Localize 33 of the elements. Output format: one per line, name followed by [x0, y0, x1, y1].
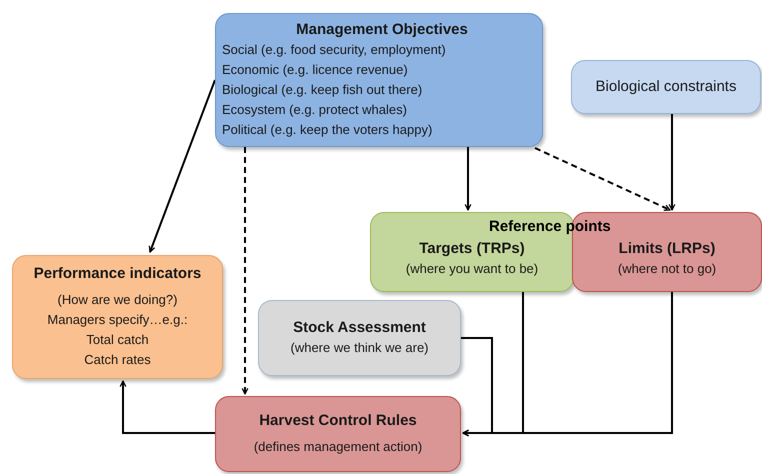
node-text: Biological (e.g. keep fish out there): [222, 81, 422, 99]
objectives-box: [215, 13, 543, 147]
node-text: (where you want to be): [406, 260, 538, 278]
indicators-box: [12, 255, 223, 379]
node-title: Performance indicators: [34, 264, 202, 284]
node-text: Social (e.g. food security, employment): [222, 41, 446, 59]
node-title: Targets (TRPs): [419, 239, 525, 259]
node-title: Stock Assessment: [293, 318, 426, 338]
arrow: [534, 147, 671, 211]
arrow: [148, 80, 216, 253]
node-text: Economic (e.g. licence revenue): [222, 61, 408, 79]
rules-box: [215, 396, 461, 472]
arrow: [462, 292, 673, 436]
node-title: Harvest Control Rules: [259, 411, 417, 431]
node-text: (where we think we are): [290, 339, 428, 357]
arrow: [242, 147, 248, 395]
node-title: Limits (LRPs): [618, 239, 716, 259]
node-title: Management Objectives: [296, 20, 468, 40]
arrow: [668, 114, 676, 211]
group-label: Reference points: [489, 218, 611, 235]
node-text: Total catch: [86, 331, 149, 349]
arrow: [464, 147, 472, 211]
node-text: (defines management action): [254, 438, 422, 456]
constraints-box: [571, 60, 761, 114]
assessment-box: [258, 300, 461, 376]
node-text: Ecosystem (e.g. protect whales): [222, 101, 407, 119]
node-text: Managers specify…e.g.:: [47, 311, 188, 329]
node-text: Political (e.g. keep the voters happy): [222, 121, 432, 139]
node-text: (How are we doing?): [58, 291, 178, 309]
node-text: Catch rates: [84, 351, 151, 369]
node-title: Biological constraints: [596, 77, 736, 97]
arrow: [120, 380, 215, 434]
node-text: (where not to go): [618, 260, 716, 278]
